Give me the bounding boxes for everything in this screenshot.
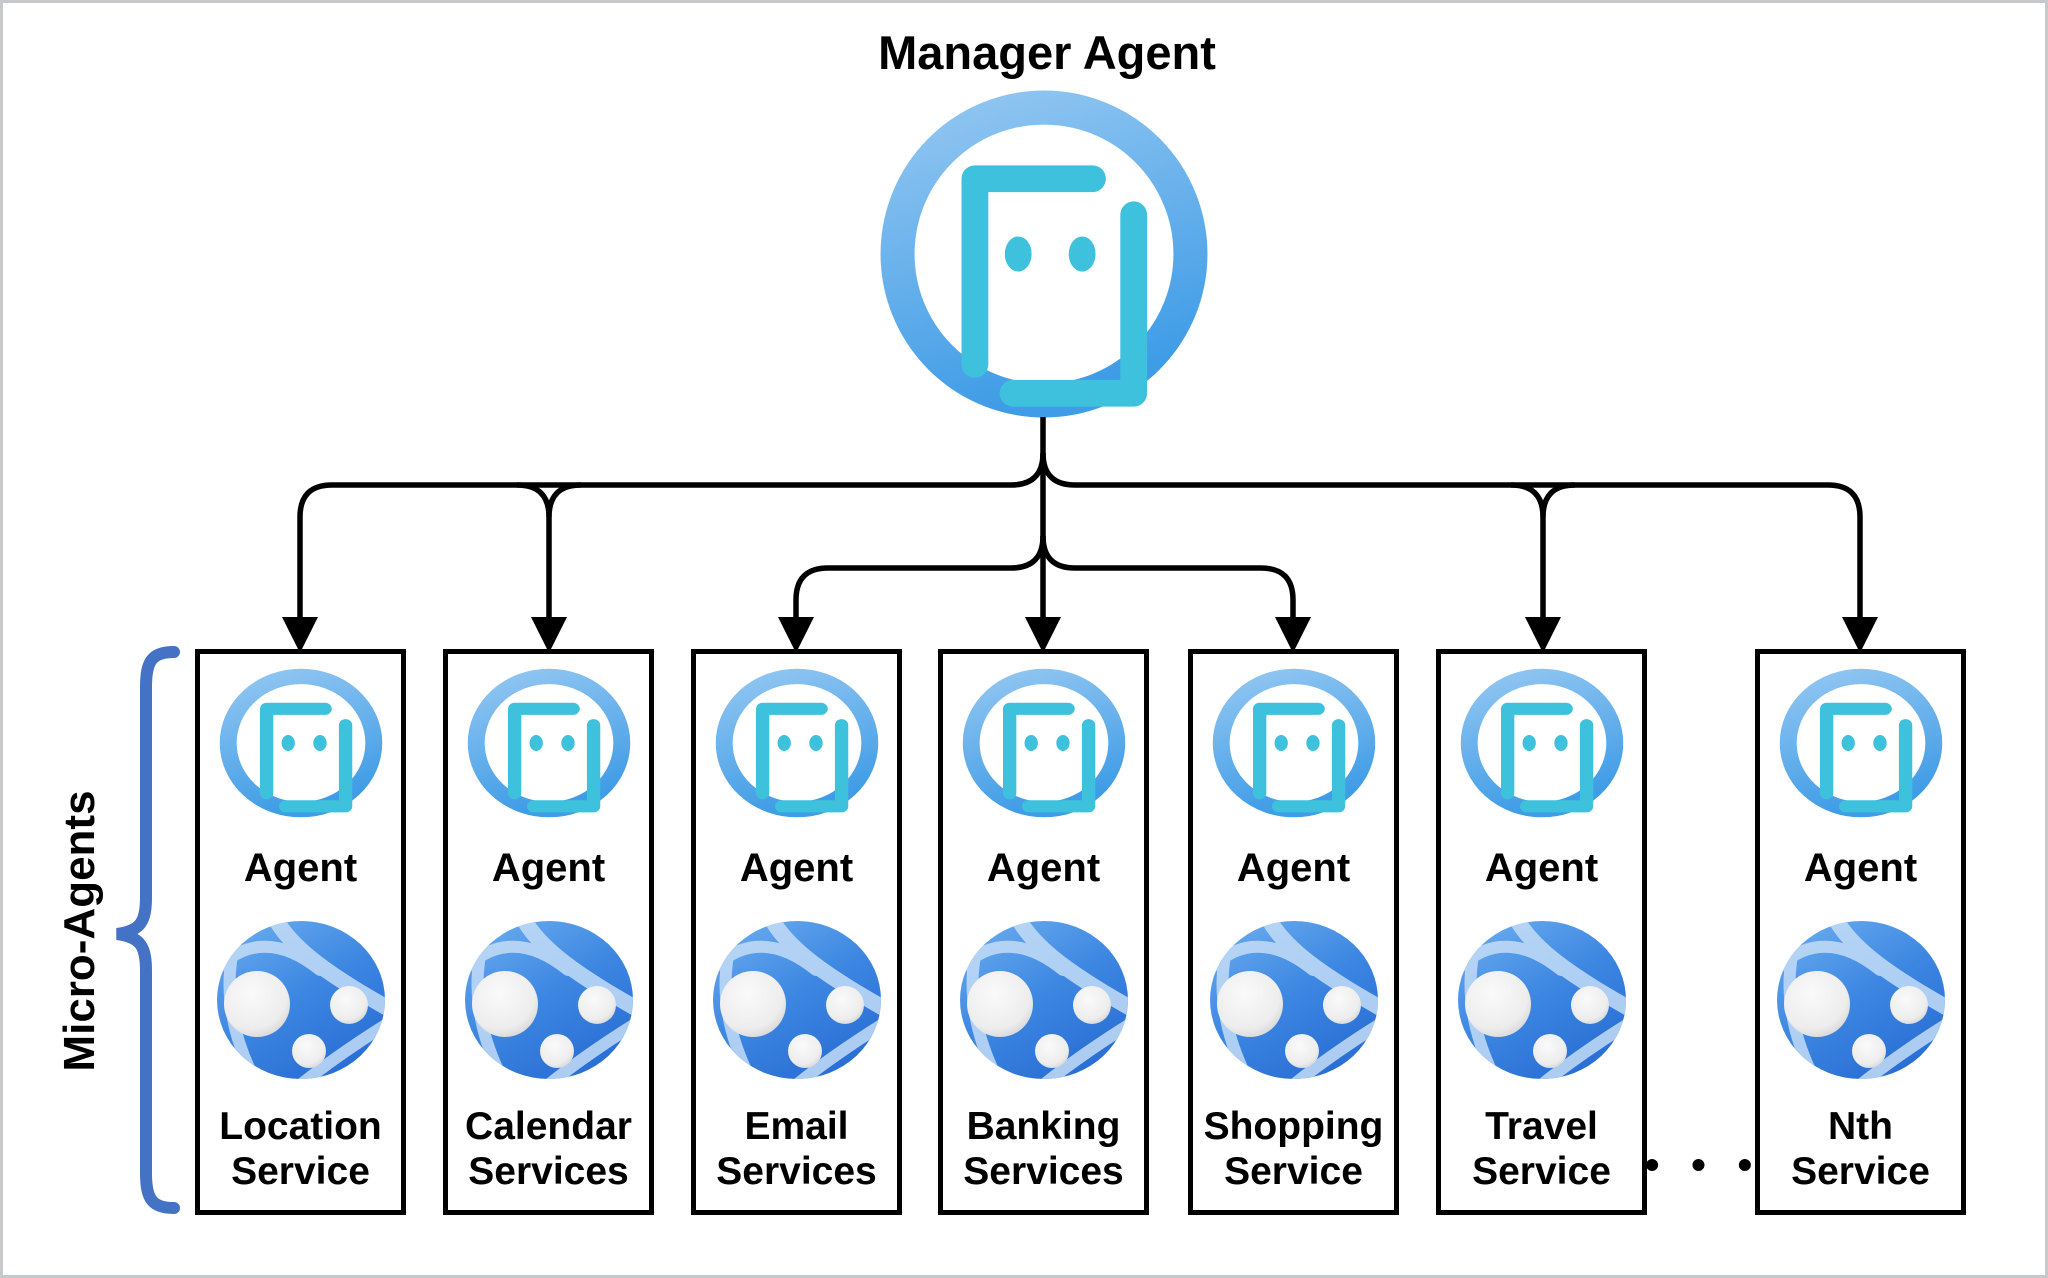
agent-label: Agent <box>1803 846 1918 890</box>
service-name-line1: Email <box>744 1105 849 1148</box>
service-globe-icon <box>216 920 386 1080</box>
service-globe-icon <box>712 920 882 1080</box>
service-name-line2: Service <box>1224 1150 1363 1193</box>
micro-agent-box: Agent Banking Services <box>938 649 1149 1215</box>
bot-agent-icon <box>1212 668 1376 818</box>
service-name-line1: Nth <box>1828 1105 1893 1148</box>
service-name-line1: Shopping <box>1203 1105 1384 1148</box>
service-label: Banking Services <box>963 1104 1123 1194</box>
service-label: Location Service <box>219 1104 382 1194</box>
micro-agent-box: Agent Shopping Service <box>1188 649 1399 1215</box>
bot-agent-icon <box>962 668 1126 818</box>
service-name-line2: Service <box>1472 1150 1611 1193</box>
agent-label: Agent <box>739 846 854 890</box>
bot-agent-icon <box>1779 668 1943 818</box>
agent-label: Agent <box>491 846 606 890</box>
service-globe-icon <box>959 920 1129 1080</box>
group-label-micro-agents: Micro-Agents <box>55 790 104 1072</box>
service-name-line2: Services <box>963 1150 1124 1193</box>
agent-label: Agent <box>986 846 1101 890</box>
ellipsis-more-services: • • • <box>1644 1141 1763 1188</box>
bot-agent-icon <box>219 668 383 818</box>
micro-agent-box: Agent Email Services <box>691 649 902 1215</box>
service-globe-icon <box>1776 920 1946 1080</box>
service-name-line2: Service <box>1791 1150 1930 1193</box>
bot-agent-icon <box>1460 668 1624 818</box>
micro-agent-box: Agent Calendar Services <box>443 649 654 1215</box>
service-name-line1: Location <box>219 1105 382 1148</box>
service-label: Calendar Services <box>465 1104 632 1194</box>
bot-agent-icon <box>467 668 631 818</box>
agent-label: Agent <box>1484 846 1599 890</box>
agent-label: Agent <box>243 846 358 890</box>
service-name-line2: Services <box>716 1150 877 1193</box>
agent-label: Agent <box>1236 846 1351 890</box>
micro-agent-box: Agent Nth Service <box>1755 649 1966 1215</box>
service-label: Travel Service <box>1472 1104 1611 1194</box>
micro-agent-box: Agent Location Service <box>195 649 406 1215</box>
service-name-line1: Calendar <box>465 1105 632 1148</box>
service-globe-icon <box>464 920 634 1080</box>
service-globe-icon <box>1209 920 1379 1080</box>
service-label: Shopping Service <box>1204 1104 1384 1194</box>
service-name-line1: Banking <box>966 1105 1121 1148</box>
service-globe-icon <box>1457 920 1627 1080</box>
service-label: Email Services <box>716 1104 876 1194</box>
micro-agent-box: Agent Travel Service <box>1436 649 1647 1215</box>
manager-bot-icon <box>879 89 1209 419</box>
bot-agent-icon <box>715 668 879 818</box>
service-name-line2: Service <box>231 1150 370 1193</box>
service-label: Nth Service <box>1791 1104 1930 1194</box>
diagram-title: Manager Agent <box>878 26 1216 79</box>
service-name-line2: Services <box>468 1150 629 1193</box>
service-name-line1: Travel <box>1485 1105 1598 1148</box>
